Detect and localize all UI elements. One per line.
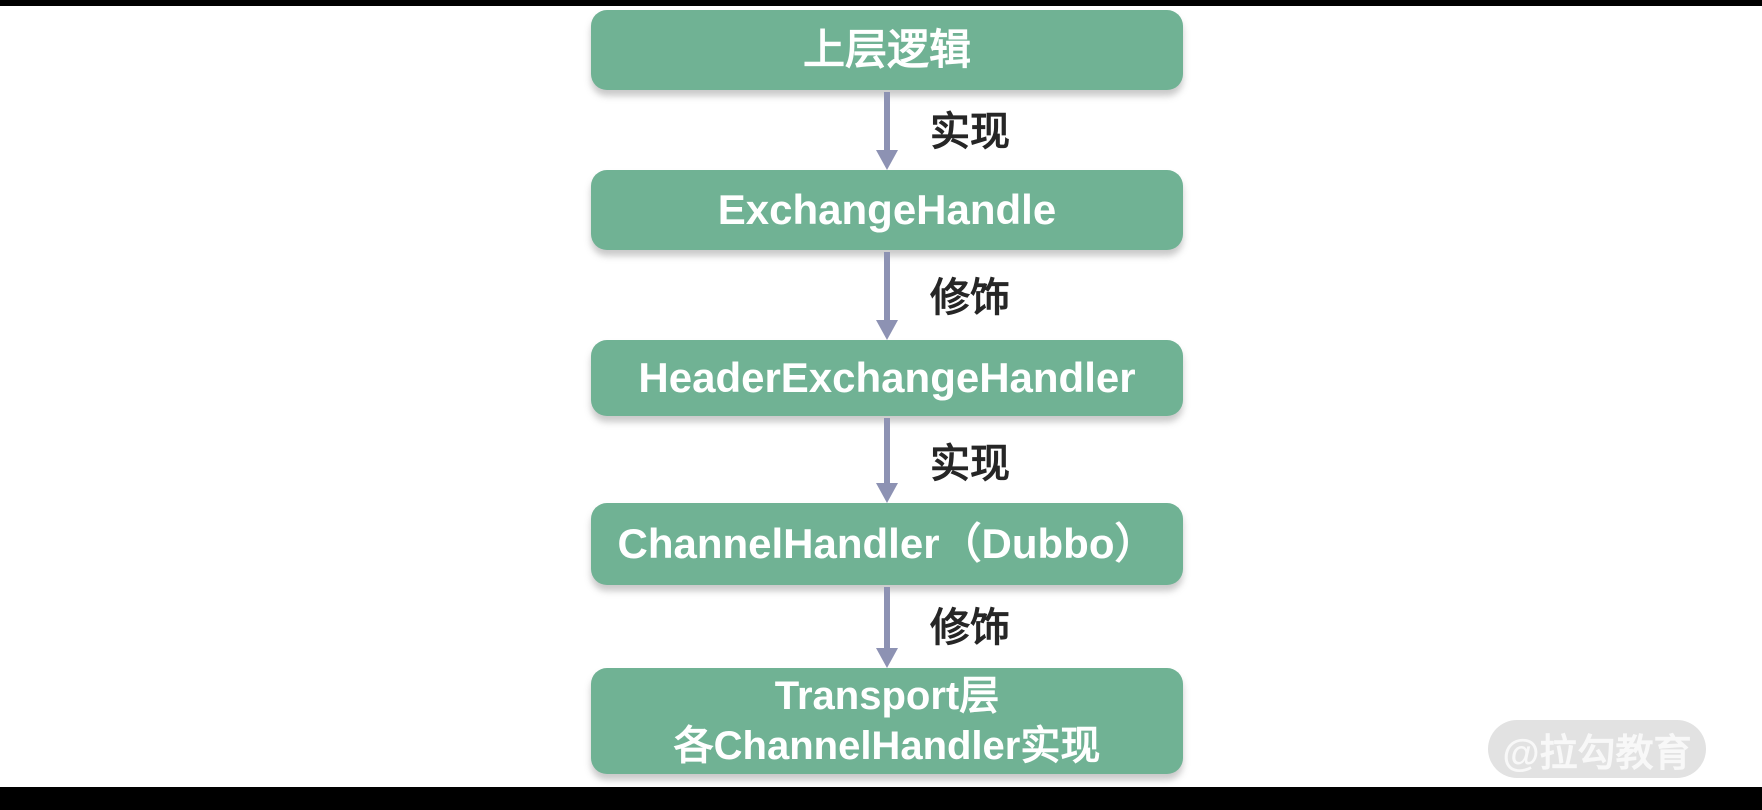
arrow-down-icon [876, 483, 898, 503]
node-channel-handler-dubbo: ChannelHandler（Dubbo） [591, 503, 1183, 585]
node-transport-layer: Transport层 各ChannelHandler实现 [591, 668, 1183, 774]
arrow-shaft [884, 252, 890, 322]
arrow-down-icon [876, 150, 898, 170]
edge-arrow-decorate-1 [876, 252, 898, 340]
watermark-text: @拉勾教育 [1502, 732, 1692, 775]
edge-label-decorate-1: 修饰 [930, 276, 1010, 320]
arrow-down-icon [876, 648, 898, 668]
edge-label-implement-1: 实现 [930, 110, 1010, 154]
edge-arrow-implement-1 [876, 92, 898, 170]
watermark-badge: @拉勾教育 [1488, 720, 1706, 778]
node-upper-logic: 上层逻辑 [591, 10, 1183, 90]
node-exchange-handle: ExchangeHandle [591, 170, 1183, 250]
edge-label-implement-2: 实现 [930, 442, 1010, 486]
edge-label-decorate-2: 修饰 [930, 606, 1010, 650]
arrow-shaft [884, 587, 890, 650]
arrow-down-icon [876, 320, 898, 340]
letterbox-top-bar [0, 0, 1762, 6]
arrow-shaft [884, 92, 890, 152]
edge-arrow-decorate-2 [876, 587, 898, 668]
letterbox-bottom-bar [0, 787, 1762, 810]
arrow-shaft [884, 418, 890, 485]
node-header-exchange-handler: HeaderExchangeHandler [591, 340, 1183, 416]
edge-arrow-implement-2 [876, 418, 898, 503]
